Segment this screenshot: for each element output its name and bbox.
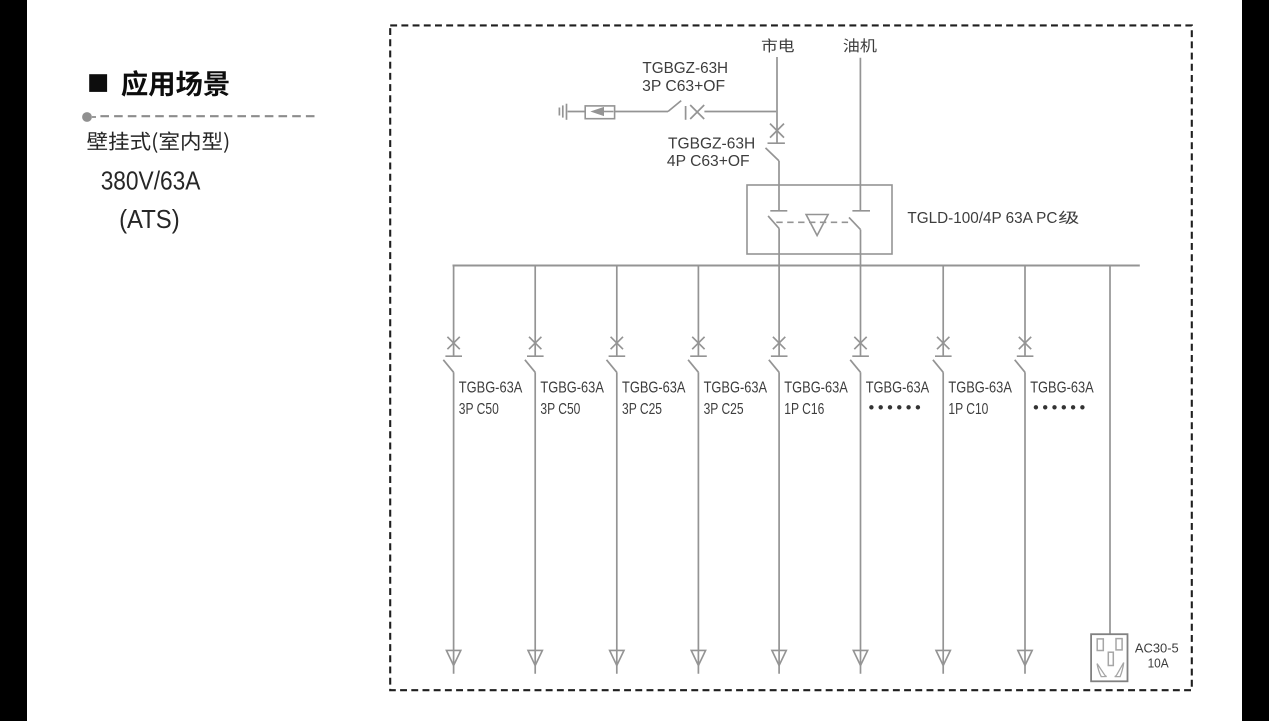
svg-text:TGBG-63A: TGBG-63A [540, 379, 604, 396]
svg-text:3P C50: 3P C50 [459, 401, 499, 418]
svg-text:TGBGZ-63H: TGBGZ-63H [668, 135, 755, 152]
svg-text:10A: 10A [1148, 656, 1169, 671]
svg-text:AC30-5: AC30-5 [1135, 640, 1179, 655]
svg-text:3P C63+OF: 3P C63+OF [642, 78, 725, 95]
svg-text:3P C50: 3P C50 [540, 401, 580, 418]
svg-text:TGBG-63A: TGBG-63A [622, 379, 686, 396]
svg-text:3P C25: 3P C25 [704, 401, 744, 418]
svg-text:TGBG-63A: TGBG-63A [704, 379, 768, 396]
svg-text:TGBG-63A: TGBG-63A [948, 379, 1012, 396]
svg-text:TGBG-63A: TGBG-63A [1030, 379, 1094, 396]
svg-text:1P C16: 1P C16 [784, 401, 824, 418]
svg-text:TGBG-63A: TGBG-63A [784, 379, 848, 396]
svg-text:4P C63+OF: 4P C63+OF [667, 153, 750, 170]
svg-text:TGBG-63A: TGBG-63A [459, 379, 523, 396]
svg-text:380V/63A: 380V/63A [101, 168, 201, 196]
svg-text:1P C10: 1P C10 [948, 401, 988, 418]
svg-text:TGBG-63A: TGBG-63A [866, 379, 930, 396]
svg-text:TGLD-100/4P 63A PC: TGLD-100/4P 63A PC [907, 210, 1057, 227]
svg-text:TGBGZ-63H: TGBGZ-63H [642, 60, 728, 77]
svg-text:(ATS): (ATS) [119, 206, 180, 234]
svg-text:3P C25: 3P C25 [622, 401, 662, 418]
